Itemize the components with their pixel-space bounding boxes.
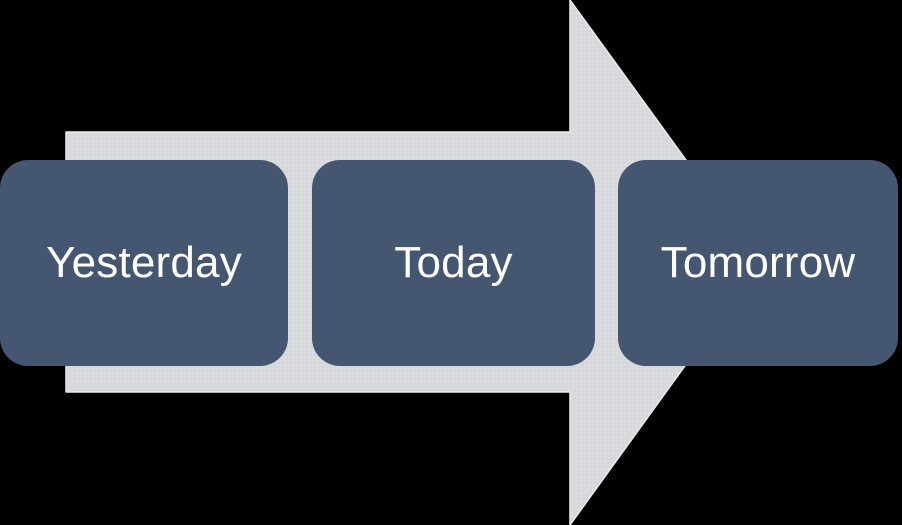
stage-label-yesterday: Yesterday xyxy=(46,238,242,287)
stage-box-yesterday[interactable]: Yesterday xyxy=(0,160,288,366)
stage-label-tomorrow: Tomorrow xyxy=(660,238,856,287)
stage-box-tomorrow[interactable]: Tomorrow xyxy=(618,160,898,366)
stage-box-today[interactable]: Today xyxy=(312,160,595,366)
stage-label-today: Today xyxy=(394,238,513,287)
